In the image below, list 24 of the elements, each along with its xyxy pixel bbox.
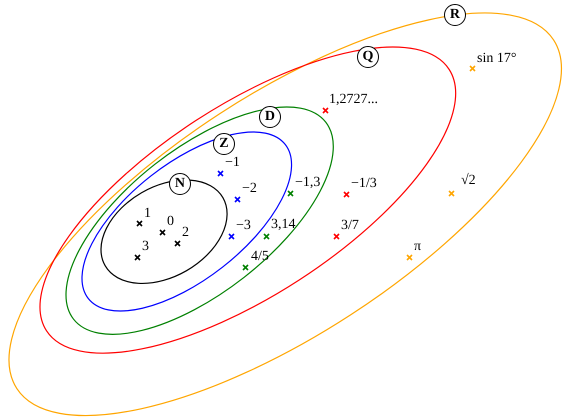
number-label: −1/3 bbox=[351, 175, 377, 193]
set-ellipse bbox=[38, 44, 458, 356]
number-label: 1,2727... bbox=[329, 91, 378, 109]
number-label: −1,3 bbox=[295, 174, 320, 192]
set-symbol-badge: Z bbox=[212, 132, 235, 155]
number-label: 4/5 bbox=[251, 248, 269, 266]
number-label: π bbox=[414, 238, 422, 256]
number-label: 3/7 bbox=[341, 217, 359, 235]
set-symbol-badge: D bbox=[258, 106, 281, 128]
number-label: 3 bbox=[142, 238, 149, 256]
number-label: 1 bbox=[144, 205, 151, 223]
number-label: 0 bbox=[167, 213, 174, 231]
number-label: −3 bbox=[236, 217, 251, 235]
number-label: 3,14 bbox=[271, 216, 296, 234]
set-ellipse bbox=[64, 105, 336, 337]
set-symbol-badge: Q bbox=[356, 46, 379, 68]
set-symbol-badge: R bbox=[444, 4, 466, 26]
number-label: sin 17° bbox=[477, 50, 516, 68]
number-label: −1 bbox=[225, 154, 240, 172]
number-label: 2 bbox=[182, 224, 189, 242]
number-label: √2 bbox=[461, 172, 476, 190]
set-symbol-badge: N bbox=[168, 172, 191, 195]
set-ellipse bbox=[80, 130, 294, 314]
number-label: −2 bbox=[242, 180, 257, 198]
